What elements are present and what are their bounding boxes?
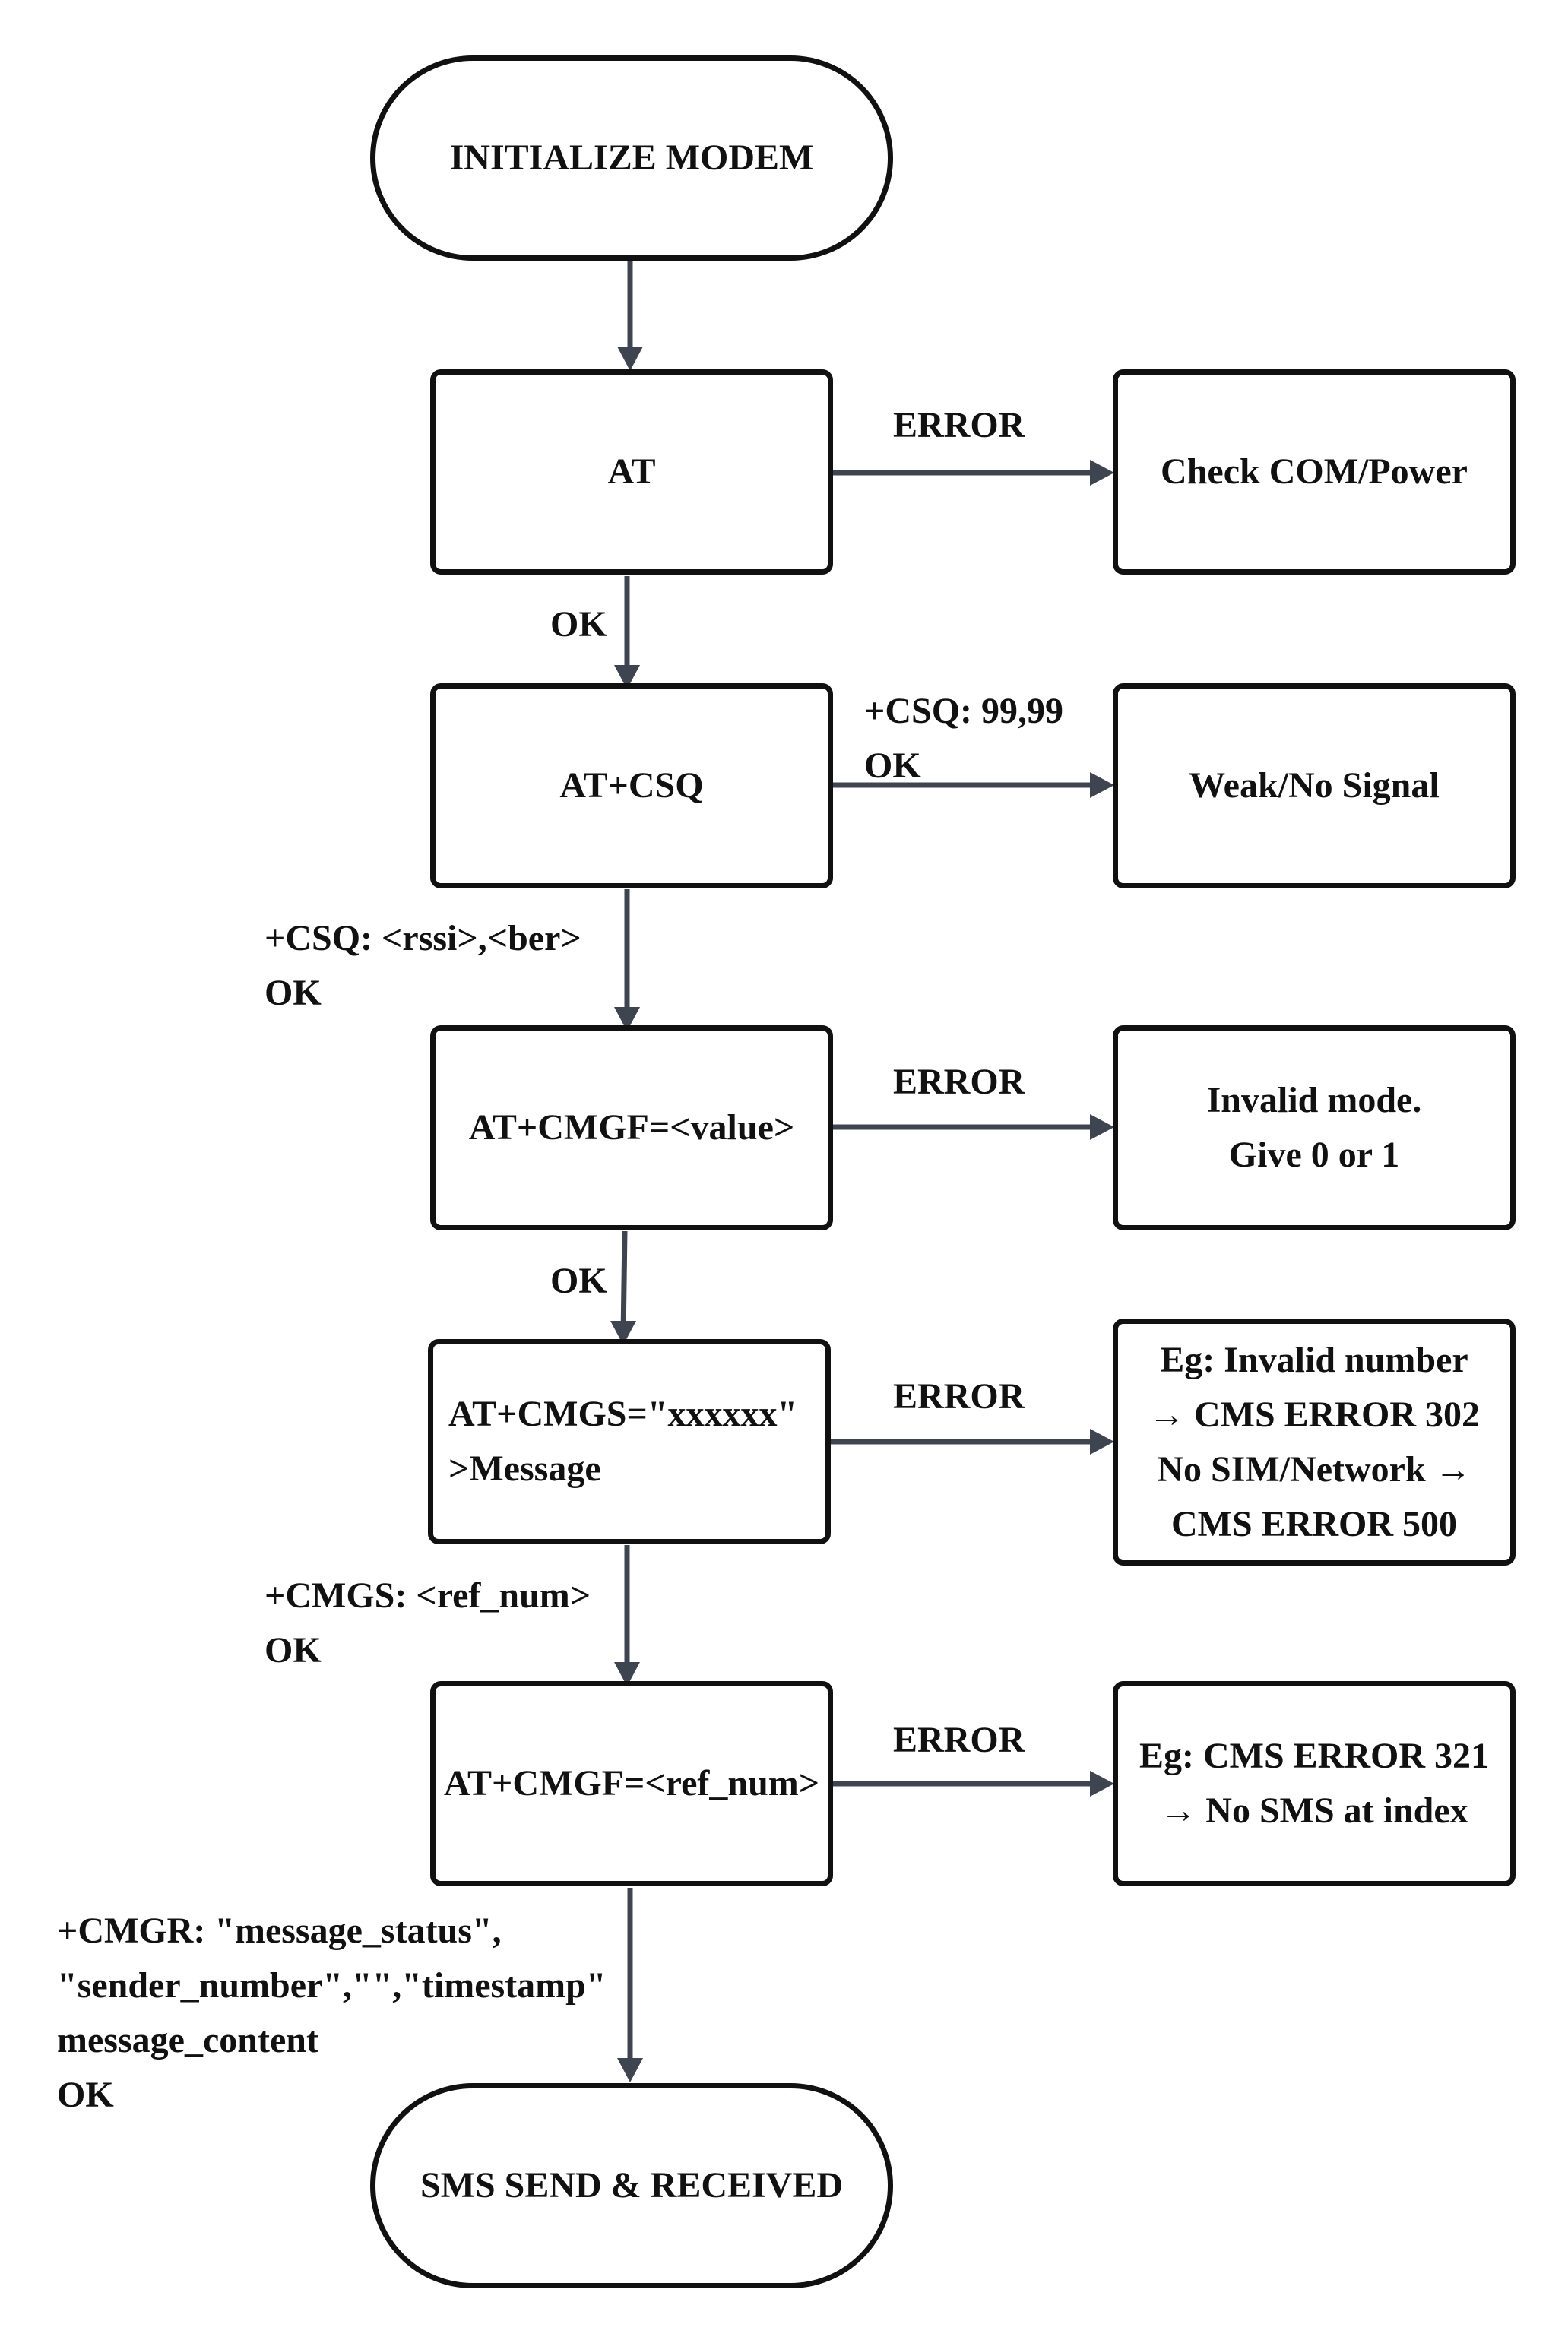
at-csq-label: AT+CSQ bbox=[559, 765, 704, 806]
arrowhead-cmgfref-error bbox=[1090, 1771, 1114, 1797]
weak-signal-label: Weak/No Signal bbox=[1189, 765, 1440, 806]
at-cmgf-ref-box: AT+CMGF=<ref_num> bbox=[430, 1681, 833, 1886]
csq-fail-line-1: +CSQ: 99,99 bbox=[864, 691, 1064, 731]
cmgf-error-label: ERROR bbox=[893, 1062, 1025, 1102]
cmgs-error-text: Eg: Invalid number → CMS ERROR 302 No SI… bbox=[1148, 1333, 1480, 1552]
at-cmgf-value-label: AT+CMGF=<value> bbox=[468, 1107, 795, 1148]
at-command-box: AT bbox=[430, 369, 833, 575]
cmgf-ref-error-text: Eg: CMS ERROR 321 → No SMS at index bbox=[1139, 1729, 1489, 1838]
arrowhead-weak bbox=[1090, 772, 1114, 798]
cmgr-ok-line-2: "sender_number","","timestamp" bbox=[57, 1965, 607, 2006]
cmgs-ok-label: +CMGS: <ref_num> OK bbox=[265, 1569, 591, 1678]
cmgr-ok-label: +CMGR: "message_status", "sender_number"… bbox=[57, 1904, 607, 2123]
at-error-label: ERROR bbox=[893, 405, 1025, 445]
arrowhead-invalid bbox=[1090, 1114, 1114, 1140]
weak-signal-box: Weak/No Signal bbox=[1113, 683, 1516, 888]
arrowhead-cmgfref bbox=[614, 1662, 640, 1686]
cmgf-ok-label: OK bbox=[550, 1261, 607, 1301]
cmgs-error-line-4: CMS ERROR 500 bbox=[1170, 1503, 1457, 1544]
cmgs-error-box: Eg: Invalid number → CMS ERROR 302 No SI… bbox=[1113, 1319, 1516, 1566]
at-command-label: AT bbox=[607, 451, 656, 492]
at-cmgs-box: AT+CMGS="xxxxxx" >Message bbox=[428, 1339, 831, 1544]
invalid-mode-box: Invalid mode. Give 0 or 1 bbox=[1113, 1025, 1516, 1230]
cmgs-ok-line-1: +CMGS: <ref_num> bbox=[265, 1575, 591, 1616]
cmgr-ok-line-4: OK bbox=[57, 2075, 114, 2115]
arrowhead-csq bbox=[614, 665, 640, 689]
csq-ok-line-2: OK bbox=[265, 973, 322, 1013]
initialize-modem-label: INITIALIZE MODEM bbox=[449, 138, 814, 178]
csq-ok-line-1: +CSQ: <rssi>,<ber> bbox=[265, 918, 581, 958]
cmgs-error-line-2: → CMS ERROR 302 bbox=[1148, 1394, 1480, 1435]
cmgs-error-line-1: Eg: Invalid number bbox=[1160, 1339, 1468, 1380]
at-ok-label: OK bbox=[550, 604, 607, 644]
at-cmgf-value-box: AT+CMGF=<value> bbox=[430, 1025, 833, 1230]
arrow-cmgf-to-cmgs bbox=[620, 1230, 628, 1337]
cmgf-ref-error-line-2: → No SMS at index bbox=[1160, 1791, 1468, 1831]
cmgs-error-edge-label: ERROR bbox=[893, 1376, 1025, 1417]
cmgf-ref-error-line-1: Eg: CMS ERROR 321 bbox=[1139, 1736, 1489, 1776]
cmgr-error-label: ERROR bbox=[893, 1720, 1025, 1760]
cmgf-ref-error-box: Eg: CMS ERROR 321 → No SMS at index bbox=[1113, 1681, 1516, 1886]
cmgr-ok-line-1: +CMGR: "message_status", bbox=[57, 1911, 502, 1951]
arrowhead-end bbox=[617, 2058, 643, 2082]
arrowhead-checkcom bbox=[1090, 460, 1114, 486]
sms-send-received-terminal: SMS SEND & RECEIVED bbox=[370, 2083, 893, 2288]
csq-fail-line-2: OK bbox=[864, 746, 921, 786]
check-com-power-label: Check COM/Power bbox=[1161, 451, 1468, 492]
sms-send-received-label: SMS SEND & RECEIVED bbox=[420, 2165, 844, 2205]
cmgs-error-line-3: No SIM/Network → bbox=[1157, 1449, 1471, 1490]
invalid-mode-line-2: Give 0 or 1 bbox=[1228, 1135, 1400, 1175]
arrowhead-cmgs-error bbox=[1090, 1429, 1114, 1455]
cmgs-ok-line-2: OK bbox=[265, 1630, 322, 1670]
at-cmgf-ref-label: AT+CMGF=<ref_num> bbox=[443, 1763, 820, 1803]
initialize-modem-terminal: INITIALIZE MODEM bbox=[370, 55, 893, 261]
at-cmgs-line-2: >Message bbox=[448, 1449, 601, 1489]
csq-fail-label: +CSQ: 99,99 OK bbox=[864, 684, 1063, 793]
at-cmgs-line-1: AT+CMGS="xxxxxx" bbox=[448, 1394, 798, 1434]
at-csq-box: AT+CSQ bbox=[430, 683, 833, 888]
at-cmgs-text: AT+CMGS="xxxxxx" >Message bbox=[448, 1387, 797, 1496]
invalid-mode-text: Invalid mode. Give 0 or 1 bbox=[1207, 1073, 1422, 1183]
check-com-power-box: Check COM/Power bbox=[1113, 369, 1516, 575]
csq-ok-label: +CSQ: <rssi>,<ber> OK bbox=[265, 911, 581, 1021]
cmgr-ok-line-3: message_content bbox=[57, 2020, 318, 2060]
invalid-mode-line-1: Invalid mode. bbox=[1206, 1080, 1422, 1120]
arrowhead-at bbox=[617, 347, 643, 371]
arrowhead-cmgs bbox=[610, 1321, 636, 1345]
arrowhead-cmgf bbox=[614, 1007, 640, 1031]
